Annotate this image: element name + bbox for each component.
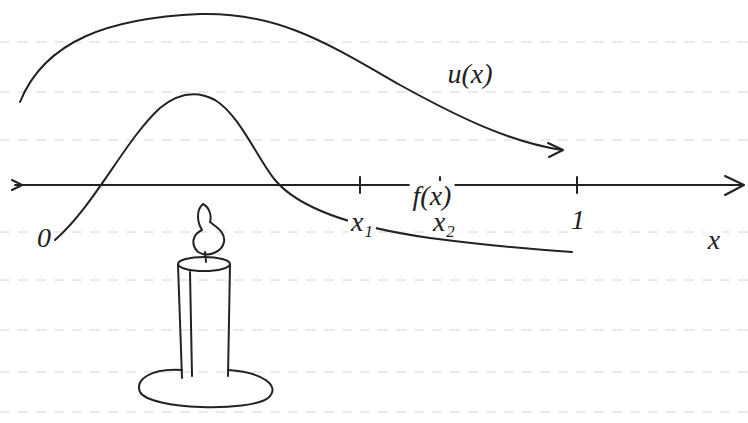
f-curve bbox=[55, 94, 572, 252]
function-label: u(x) bbox=[444, 59, 495, 89]
candle-shade bbox=[190, 272, 192, 376]
tick bbox=[576, 177, 578, 193]
end-label: 1 bbox=[568, 205, 588, 235]
origin-label: 0 bbox=[34, 223, 54, 253]
u-arrowhead bbox=[548, 143, 563, 157]
candle-side bbox=[228, 265, 230, 376]
x-axis bbox=[15, 184, 742, 186]
axis-arrowhead bbox=[725, 176, 744, 195]
candle-flame bbox=[193, 204, 224, 254]
axis-label: x bbox=[705, 225, 723, 255]
axis-tail bbox=[12, 180, 22, 190]
candle-top bbox=[178, 257, 230, 271]
tick bbox=[359, 177, 361, 193]
u-curve bbox=[20, 14, 562, 150]
paper-rules bbox=[0, 42, 748, 412]
point-label: x₁ bbox=[348, 207, 376, 237]
candle-side bbox=[178, 265, 182, 378]
candle-base bbox=[139, 370, 272, 407]
function-label: f(x) bbox=[410, 181, 455, 211]
point-label: x₂ bbox=[430, 207, 458, 237]
